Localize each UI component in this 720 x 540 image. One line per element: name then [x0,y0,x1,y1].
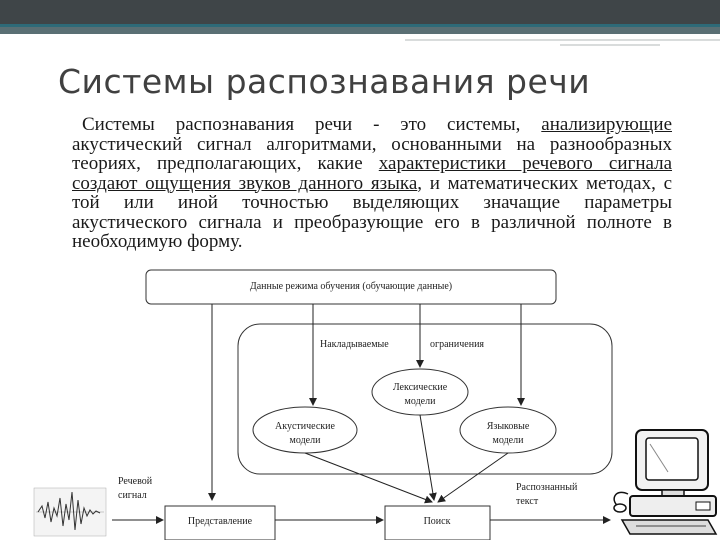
top-accent-bar [0,24,720,34]
search-box [384,505,491,540]
arrow [419,414,437,501]
decor-line [560,44,660,46]
lexical-model-label: Лексические [393,382,448,393]
constraints-label-left: Накладываемые [320,339,389,350]
representation-box [164,505,276,540]
search-label: Поиск [424,516,451,527]
paragraph-underlined-text: анализирующие [541,114,672,135]
constraints-label-right: ограничения [430,339,484,350]
training-data-box [145,269,557,305]
decor-line [405,39,720,41]
top-bar [0,0,720,24]
acoustic-model-label: модели [290,435,322,446]
recognized-text-label: Распознанный [516,482,578,493]
paragraph-underlined-text: характеристики речевого сигнала создают … [72,153,673,194]
speech-signal-label: Речевой [118,476,153,487]
arrow [437,452,509,503]
speech-signal-label: сигнал [118,490,147,501]
lexical-model-label: модели [405,396,437,407]
representation-label: Представление [188,516,253,527]
paragraph-text: акустический сигнал алгоритмами, основан… [72,133,672,174]
language-model-label: модели [493,435,525,446]
language-model-label: Языковые [487,421,530,432]
acoustic-model-label: Акустические [275,421,335,432]
arrow [304,452,433,504]
definition-paragraph: Системы распознавания речи - это системы… [72,115,672,252]
slide-title: Системы распознавания речи [58,62,591,101]
computer-icon [613,429,718,535]
paragraph-text: , и математических методах, с той или ин… [72,172,672,252]
recognized-text-label: текст [516,496,539,507]
paragraph-text: Системы распознавания речи - это системы… [82,114,542,135]
training-data-label: Данные режима обучения (обучающие данные… [250,281,452,292]
speech-recognition-diagram: Данные режима обучения (обучающие данные… [33,269,718,540]
waveform-image [33,487,107,537]
